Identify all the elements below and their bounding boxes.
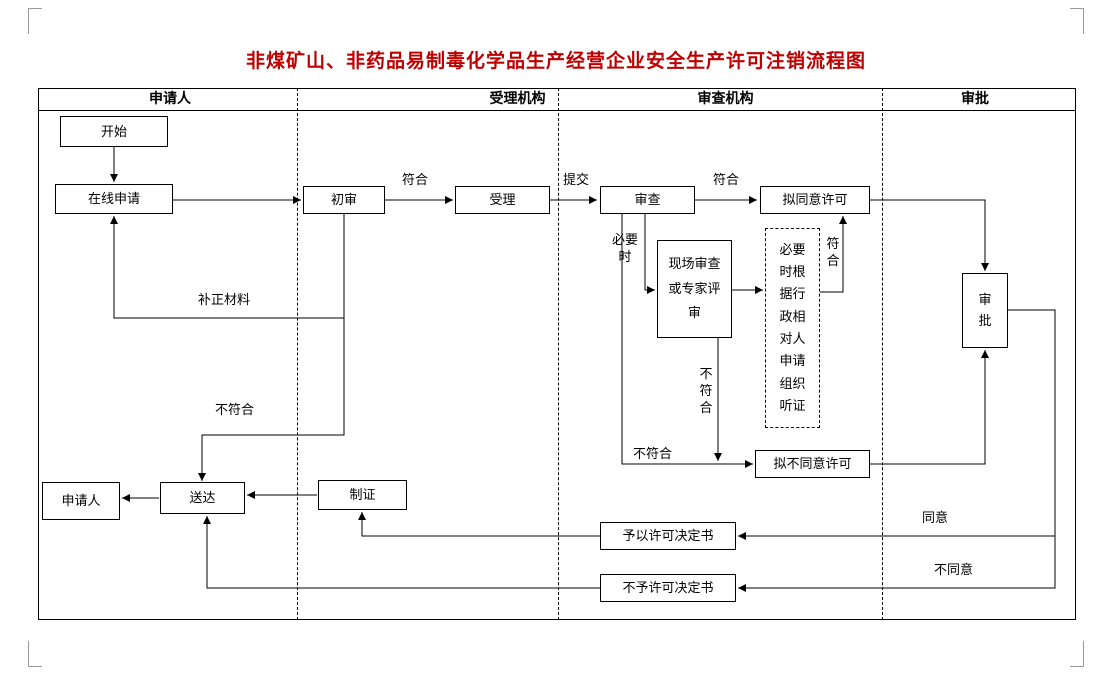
edge-label-disagree: 不同意 (934, 562, 974, 577)
diagram-title: 非煤矿山、非药品易制毒化学品生产经营企业安全生产许可注销流程图 (245, 51, 866, 72)
node-online-apply: 在线申请 (55, 184, 173, 214)
edge-label-not-conform-preliminary: 不符合 (215, 402, 255, 417)
node-permit-decision-label: 予以许可决定书 (622, 528, 714, 544)
node-deliver: 送达 (160, 482, 245, 514)
lane-divider-1 (297, 88, 298, 620)
node-applicant-end-label: 申请人 (61, 493, 101, 509)
lane-header-approval: 审批 (961, 92, 989, 107)
lane-divider-3 (882, 88, 883, 620)
node-propose-approve-label: 拟同意许可 (782, 192, 848, 208)
node-deliver-label: 送达 (189, 490, 216, 506)
edge-label-not-conform-onsite: 不符合 (699, 366, 713, 415)
edge-label-supplement-materials: 补正材料 (198, 292, 251, 307)
node-propose-approve: 拟同意许可 (760, 186, 870, 214)
edge-label-conform-1: 符合 (401, 172, 428, 187)
node-start: 开始 (60, 116, 168, 147)
edge-label-conform-2: 符合 (712, 172, 739, 187)
edge-label-agree: 同意 (922, 510, 949, 525)
node-hearing-note-label: 必要时根据行政相对人申请组织听证 (779, 241, 806, 414)
node-online-apply-label: 在线申请 (87, 191, 140, 207)
node-accept-label: 受理 (489, 192, 516, 208)
node-make-certificate: 制证 (318, 480, 407, 510)
edge-label-conform-3: 符合 (826, 236, 840, 268)
edge-label-submit: 提交 (562, 172, 589, 187)
node-preliminary-review: 初审 (303, 186, 385, 214)
node-propose-disapprove: 拟不同意许可 (755, 450, 870, 478)
page-corner-mark-bottom-left (28, 641, 42, 667)
page-corner-mark-top-left (28, 8, 42, 34)
node-no-permit-decision-label: 不予许可决定书 (622, 580, 714, 596)
lane-header-applicant: 申请人 (149, 92, 191, 107)
lane-header-review-agency: 审查机构 (697, 92, 754, 107)
node-propose-disapprove-label: 拟不同意许可 (773, 456, 852, 472)
node-review-label: 审查 (634, 192, 661, 208)
node-onsite-or-expert-review: 现场审查或专家评审 (657, 240, 732, 338)
node-approve: 审批 (962, 273, 1008, 348)
node-approve-label: 审批 (978, 291, 992, 328)
node-applicant-end: 申请人 (42, 482, 120, 520)
node-onsite-or-expert-review-label: 现场审查或专家评审 (668, 255, 721, 321)
lane-header-accepting-agency: 受理机构 (489, 92, 546, 107)
node-accept: 受理 (455, 186, 550, 214)
diagram-frame (38, 88, 1076, 620)
lane-header-divider (38, 110, 1076, 111)
node-review: 审查 (600, 186, 695, 214)
node-preliminary-review-label: 初审 (330, 192, 357, 208)
lane-divider-2 (558, 88, 559, 620)
node-permit-decision: 予以许可决定书 (600, 522, 736, 550)
page-corner-mark-top-right (1070, 8, 1084, 34)
node-hearing-note: 必要时根据行政相对人申请组织听证 (765, 228, 820, 428)
edge-label-not-conform-review: 不符合 (633, 446, 673, 461)
node-no-permit-decision: 不予许可决定书 (600, 574, 736, 602)
edge-label-when-necessary: 必要时 (611, 232, 638, 264)
node-make-certificate-label: 制证 (349, 487, 376, 503)
node-start-label: 开始 (100, 123, 127, 139)
page-corner-mark-bottom-right (1070, 641, 1084, 667)
